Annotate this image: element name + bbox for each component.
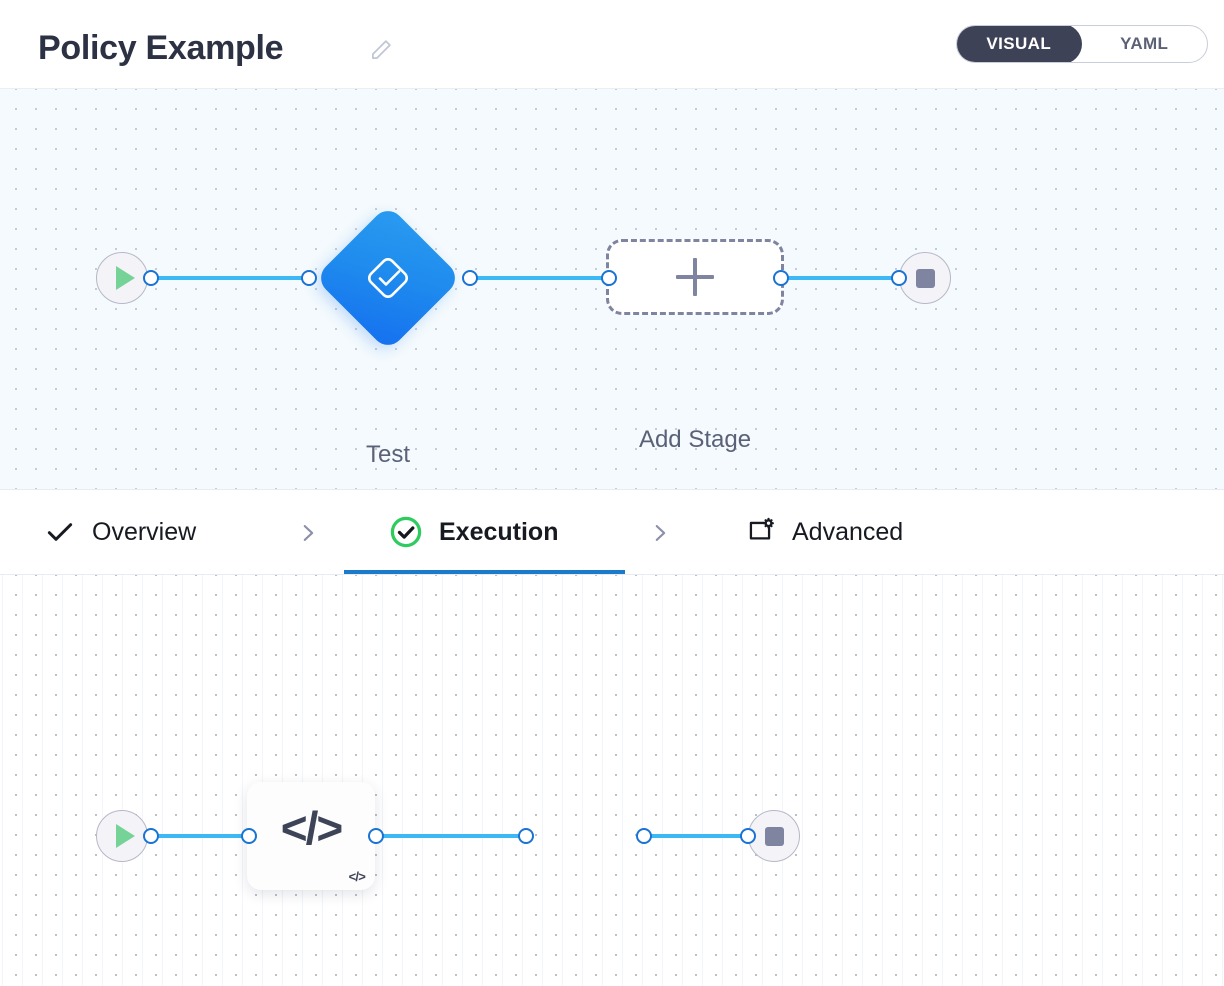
page-header: Policy Example VISUAL YAML [0,0,1224,89]
pencil-icon[interactable] [368,37,394,63]
port-add-stage-out[interactable] [773,270,789,286]
pipeline-end-node[interactable] [899,252,951,304]
pipeline-stage-canvas[interactable]: Test Add Stage [0,89,1224,490]
tab-overview-label: Overview [92,517,197,546]
mode-option-visual[interactable]: VISUAL [957,26,1082,62]
check-circle-green-icon [390,516,422,548]
stage-node-test-label: Test [365,441,410,468]
port-echo-out[interactable] [368,828,384,844]
check-diamond-icon [367,257,409,299]
advanced-gear-icon [749,517,774,540]
tab-active-underline [344,570,625,574]
step-flow: </> </> Echo Add step [0,575,1224,986]
code-badge-icon: </> [348,869,366,884]
stop-square-icon [764,826,784,846]
play-icon [115,824,135,848]
plus-icon [676,258,714,296]
tab-execution-label: Execution [439,517,559,546]
tab-overview[interactable]: Overview [44,490,196,574]
add-stage-button[interactable] [606,239,784,315]
port-exec-end-in[interactable] [740,828,756,844]
execution-end-node[interactable] [748,810,800,862]
edge-add-step-to-end[interactable] [640,834,756,838]
port-start-out[interactable] [143,270,159,286]
page-title: Policy Example [38,29,284,67]
tab-advanced-label: Advanced [792,517,904,546]
port-add-step-out[interactable] [636,828,652,844]
port-exec-start-out[interactable] [143,828,159,844]
edge-start-to-echo[interactable] [150,834,254,838]
mode-option-yaml[interactable]: YAML [1120,34,1169,53]
chevron-right-icon-2 [649,520,671,544]
tab-advanced[interactable]: Advanced [744,490,903,574]
port-test-in[interactable] [301,270,317,286]
pipeline-step-canvas[interactable]: </> </> Echo Add step [0,574,1224,986]
code-icon: </> [280,802,343,854]
port-end-in[interactable] [891,270,907,286]
edge-test-to-add-stage[interactable] [468,276,616,280]
pipeline-start-node[interactable] [96,252,148,304]
execution-start-node[interactable] [96,810,148,862]
tab-execution[interactable]: Execution [389,490,558,574]
stop-square-icon [915,268,935,288]
stage-flow: Test Add Stage [0,89,1224,489]
edge-start-to-test[interactable] [150,276,315,280]
port-test-out[interactable] [462,270,478,286]
port-add-step-in[interactable] [518,828,534,844]
port-add-stage-in[interactable] [601,270,617,286]
check-icon [47,523,73,541]
chevron-right-icon [297,520,319,544]
view-mode-toggle[interactable]: VISUAL YAML [956,25,1208,63]
edge-echo-to-add-step[interactable] [374,834,532,838]
stage-config-tabbar: Overview Execution [0,490,1224,574]
stage-node-test[interactable] [314,204,462,352]
step-node-echo[interactable]: </> </> [247,782,375,890]
edge-add-stage-to-end[interactable] [778,276,906,280]
play-icon [115,266,135,290]
add-stage-label: Add Stage [638,426,752,453]
port-echo-in[interactable] [241,828,257,844]
